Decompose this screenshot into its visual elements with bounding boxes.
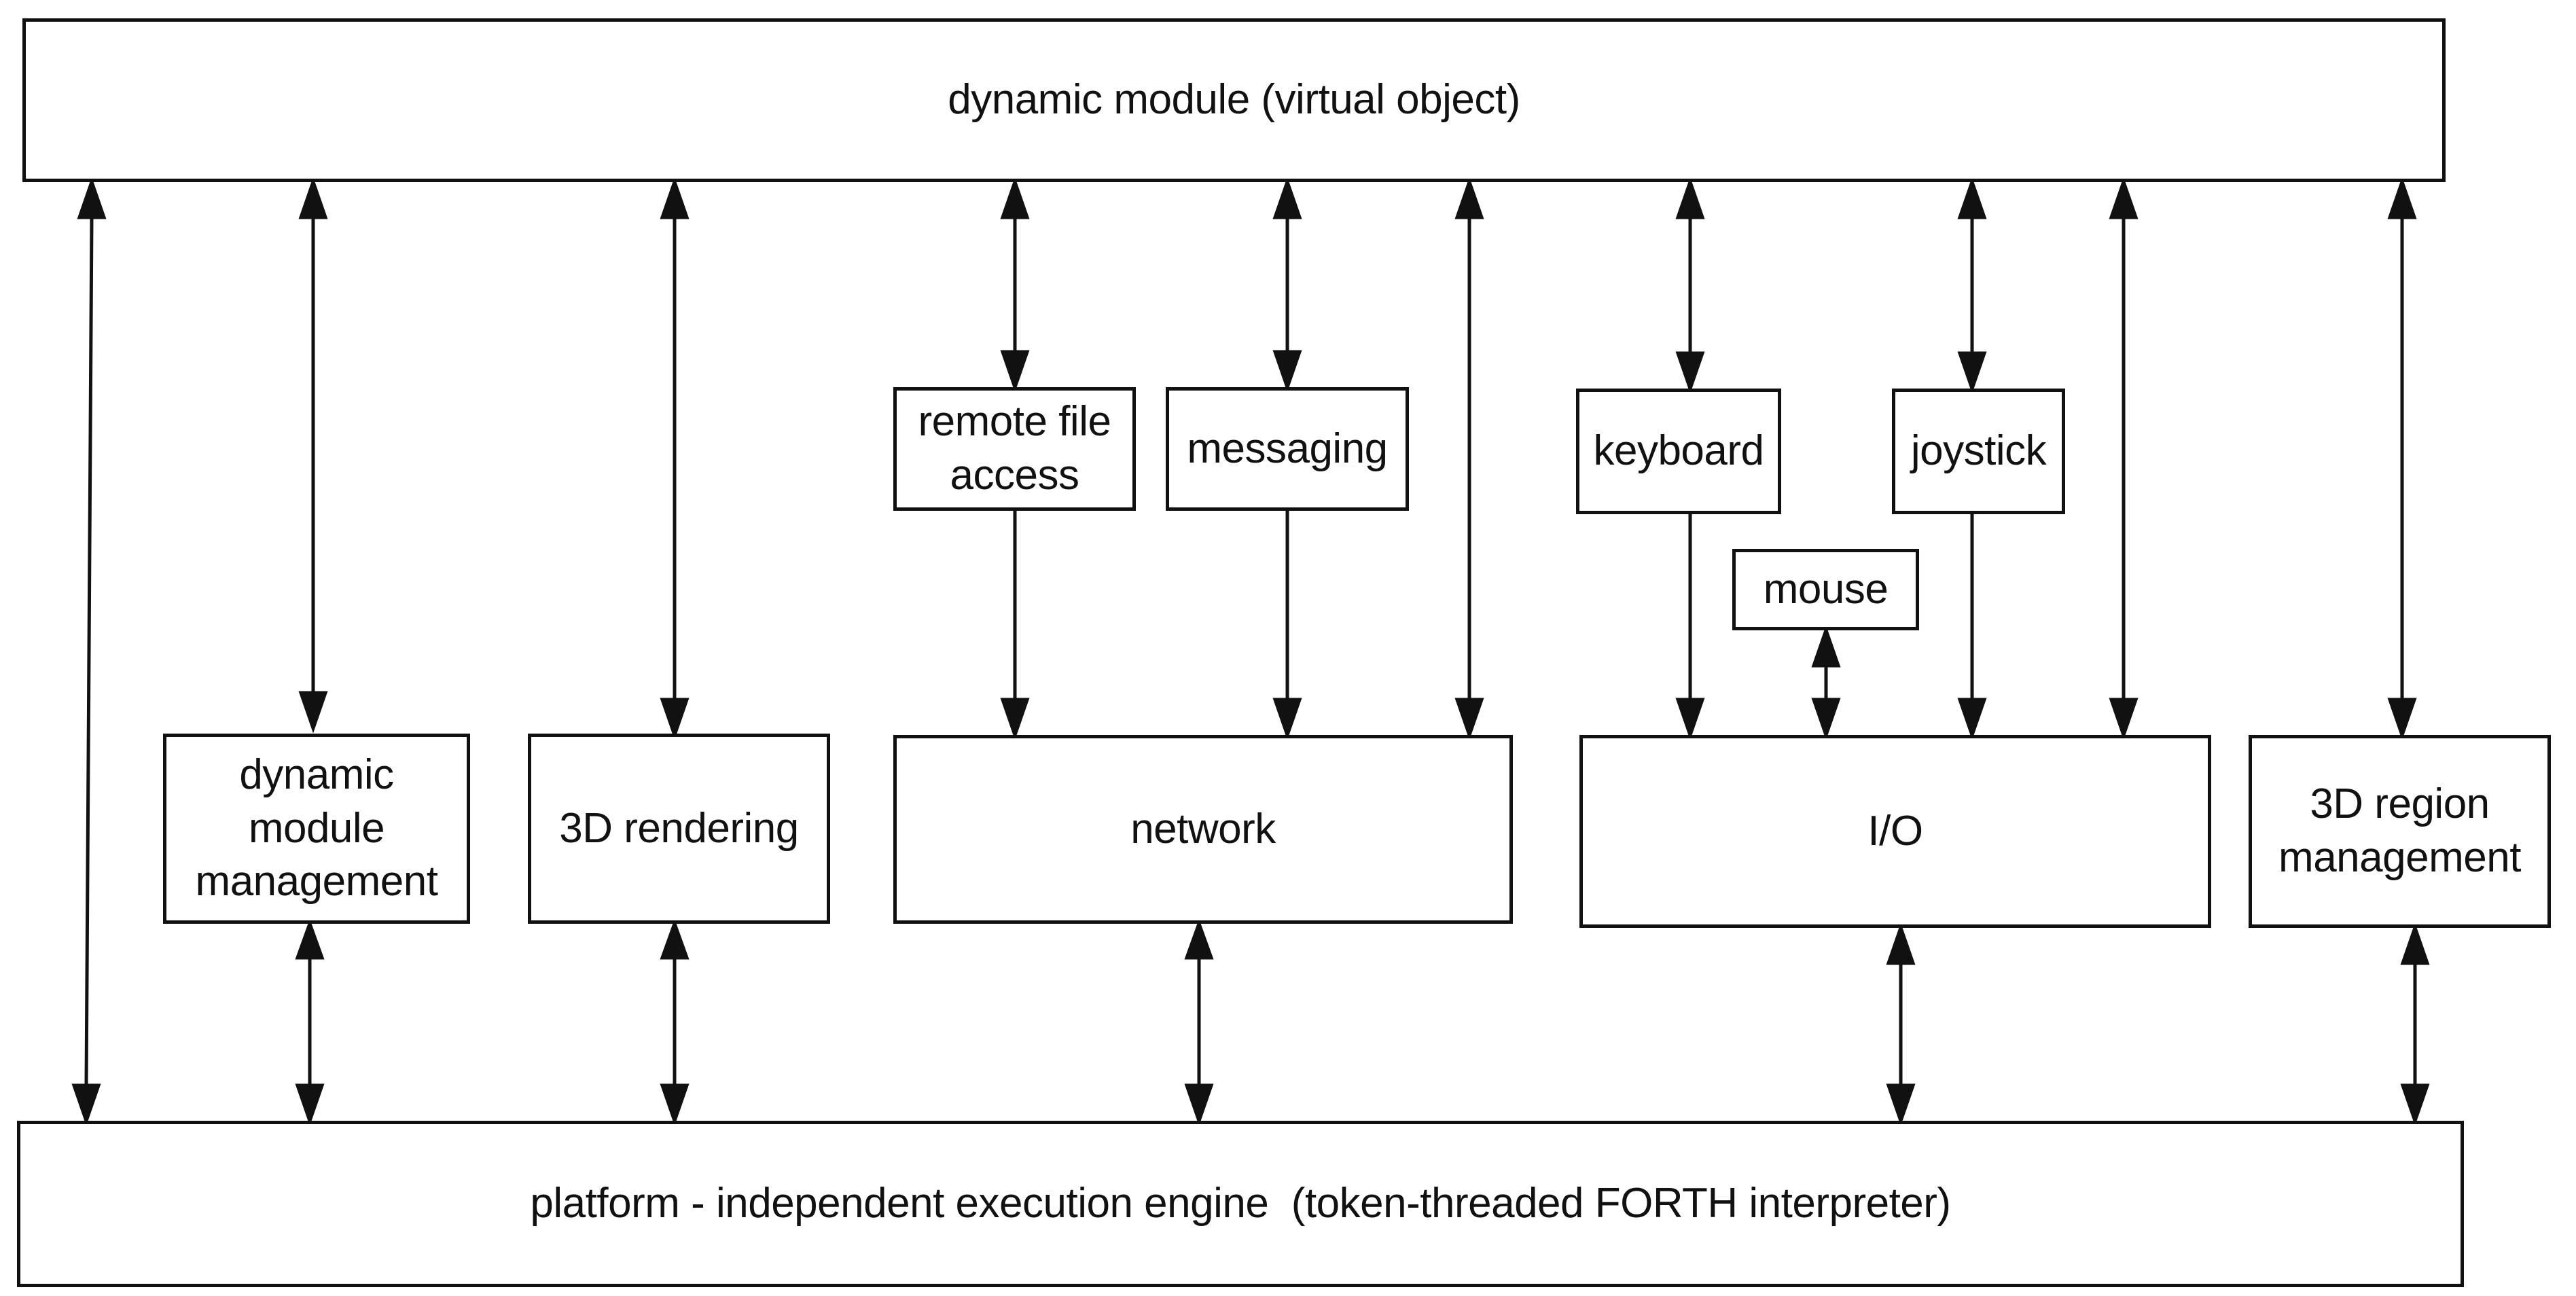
3d-rendering-box: 3D rendering xyxy=(528,734,830,924)
arrow-top-to-messaging xyxy=(1272,177,1302,393)
arrow-top-to-module-management xyxy=(298,177,328,734)
remote-file-access-box: remote file access xyxy=(893,387,1136,511)
arrow-network-to-engine xyxy=(1184,918,1214,1126)
arrow-mouse-to-io xyxy=(1811,625,1841,740)
arrow-3d-region-management-to-engine xyxy=(2400,922,2430,1126)
messaging-label: messaging xyxy=(1187,425,1388,472)
dynamic-module-management-label-line2: module xyxy=(248,804,385,852)
dynamic-module-management-label-line1: dynamic xyxy=(239,751,394,798)
arrow-top-to-engine-left xyxy=(71,177,107,1126)
dynamic-module-management-box: dynamic module management xyxy=(163,734,470,924)
dynamic-module-label: dynamic module (virtual object) xyxy=(948,76,1520,124)
joystick-box: joystick xyxy=(1892,389,2065,514)
arrow-3d-rendering-to-engine xyxy=(660,918,690,1126)
io-box: I/O xyxy=(1579,735,2211,928)
arrow-messaging-to-network xyxy=(1272,511,1302,740)
io-label: I/O xyxy=(1867,807,1923,854)
keyboard-label: keyboard xyxy=(1593,427,1764,475)
arrow-io-to-engine xyxy=(1886,922,1916,1126)
network-label: network xyxy=(1130,805,1276,852)
3d-region-management-box: 3D region management xyxy=(2249,735,2551,928)
arrow-top-to-remote-file-access xyxy=(1000,177,1030,393)
dynamic-module-management-label-line3: management xyxy=(195,858,438,905)
arrow-top-to-io xyxy=(2109,177,2139,740)
keyboard-box: keyboard xyxy=(1576,389,1781,514)
mouse-label: mouse xyxy=(1763,565,1889,613)
network-box: network xyxy=(893,735,1513,924)
remote-file-access-label-line2: access xyxy=(950,452,1079,499)
execution-engine-box: platform - independent execution engine … xyxy=(17,1121,2464,1287)
arrow-top-to-network xyxy=(1454,177,1484,740)
3d-region-management-label-line2: management xyxy=(2278,834,2521,881)
3d-region-management-label-line1: 3D region xyxy=(2310,780,2490,828)
remote-file-access-label-line1: remote file xyxy=(918,398,1111,446)
arrow-top-to-joystick xyxy=(1957,177,1987,394)
execution-engine-label: platform - independent execution engine … xyxy=(530,1180,1951,1227)
messaging-box: messaging xyxy=(1166,387,1409,511)
joystick-label: joystick xyxy=(1910,427,2047,475)
3d-rendering-label: 3D rendering xyxy=(559,804,799,852)
dynamic-module-box: dynamic module (virtual object) xyxy=(22,18,2446,182)
arrow-top-to-keyboard xyxy=(1675,177,1705,394)
arrow-module-management-to-engine xyxy=(295,918,325,1126)
arrow-top-to-3d-region-management xyxy=(2387,177,2417,740)
arrow-top-to-3d-rendering xyxy=(660,177,690,740)
arrow-remote-file-access-to-network xyxy=(1000,511,1030,740)
mouse-box: mouse xyxy=(1732,549,1919,630)
arrow-joystick-to-io xyxy=(1957,514,1987,740)
arrow-keyboard-to-io xyxy=(1675,514,1705,740)
